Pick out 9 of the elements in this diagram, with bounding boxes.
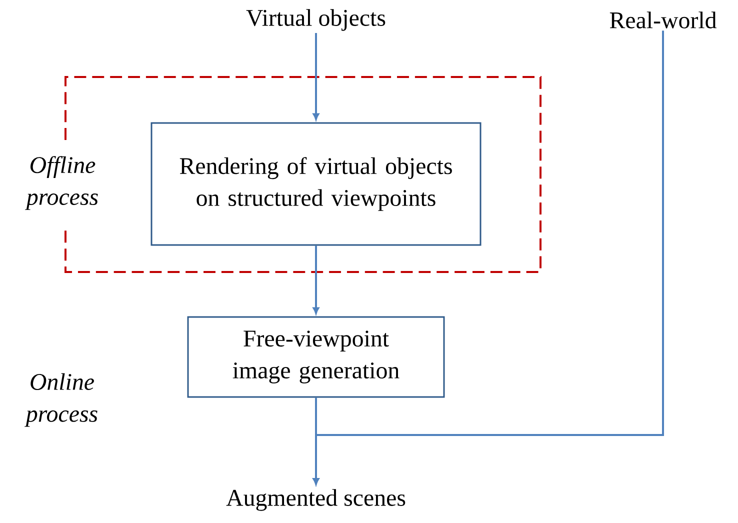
- arrow: [312, 246, 320, 314]
- arrow: [312, 33, 320, 120]
- process-box: Rendering of virtual objects on structured viewpoints: [150, 122, 482, 246]
- text-label: Online process: [24, 373, 98, 427]
- process-box: Free-viewpoint image generation: [187, 316, 445, 398]
- text-label: Augmented scenes: [226, 489, 406, 511]
- arrow: [312, 30, 664, 485]
- text-label: Real-world: [610, 12, 716, 28]
- text-label: Virtual objects: [246, 9, 386, 31]
